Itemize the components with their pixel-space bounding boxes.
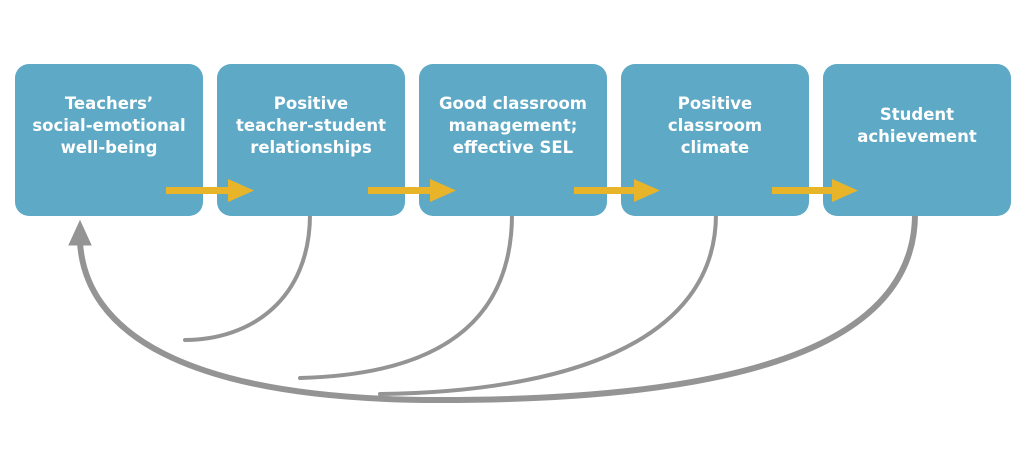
box-teacher-student-relationships-label: Positive teacher-student relationships (235, 94, 386, 157)
box-teachers-well-being-label: Teachers’ social-emotional well-being (32, 94, 186, 157)
feedback-curve-from-management (298, 212, 514, 380)
box-classroom-management-label: Good classroom management; effective SEL (439, 94, 587, 157)
feedback-curve-from-climate (378, 212, 718, 396)
forward-arrow-1 (166, 179, 254, 202)
forward-arrow-2 (368, 179, 456, 202)
feedback-curve-from-achievement (77, 211, 918, 404)
forward-arrow-3 (574, 179, 660, 202)
box-classroom-climate-label: Positive classroom climate (667, 94, 763, 157)
feedback-curve-from-relationships (183, 212, 312, 342)
box-student-achievement-label: Student achievement (857, 105, 977, 146)
forward-arrow-4 (772, 179, 858, 202)
feedback-arrowhead-up (68, 219, 92, 246)
